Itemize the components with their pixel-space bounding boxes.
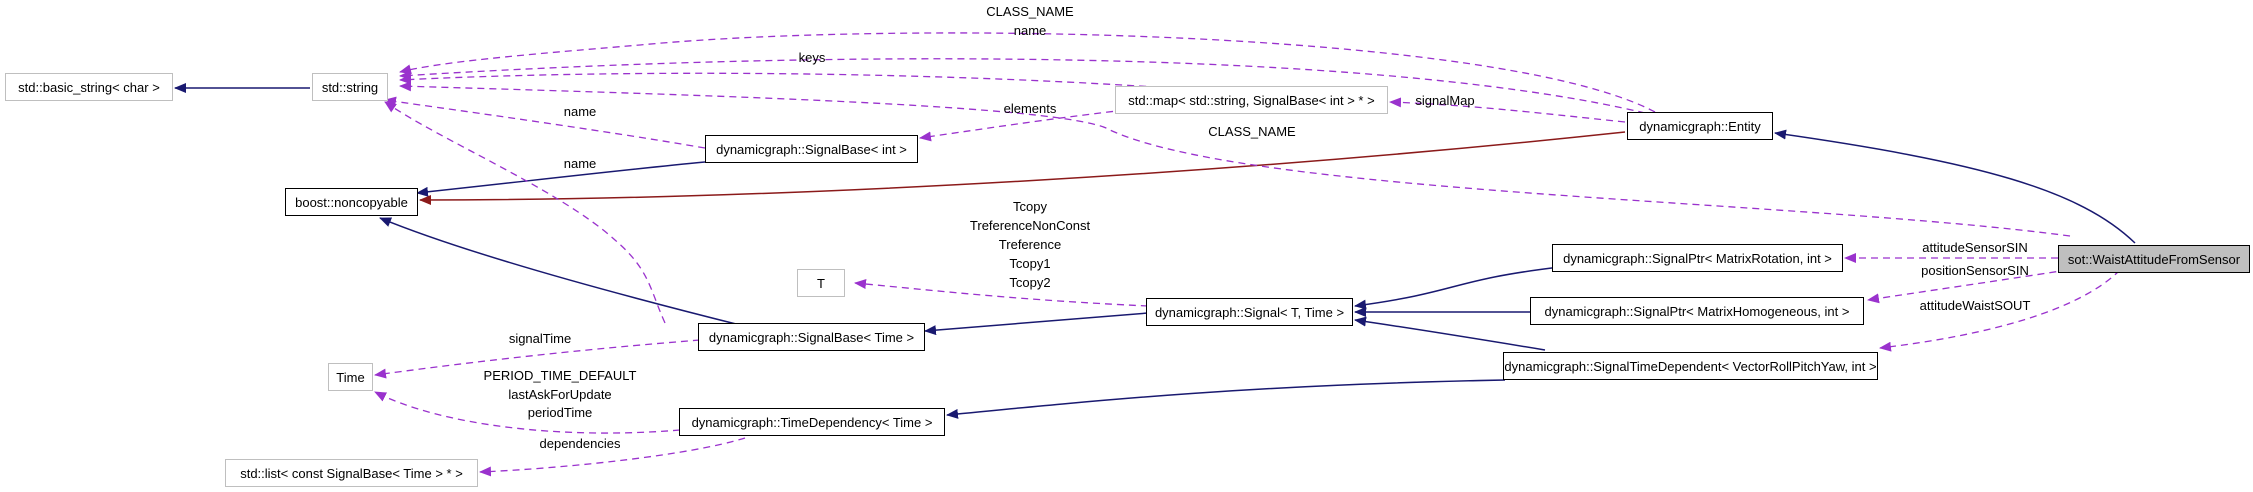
label-attitudesensorsin: attitudeSensorSIN (1922, 240, 2028, 255)
edge-signalbaseint-noncopyable (416, 161, 706, 197)
edge-map-signalbaseint-elements (919, 109, 1126, 142)
node-std-string[interactable]: std::string (312, 73, 388, 101)
node-std-map[interactable]: std::map< std::string, SignalBase< int >… (1115, 86, 1388, 114)
label-tcopy2: Tcopy2 (1009, 275, 1051, 290)
node-signalbase-int[interactable]: dynamicgraph::SignalBase< int > (705, 135, 918, 163)
edge-entity-string-classname (399, 32, 1656, 113)
label-signalmap: signalMap (1415, 93, 1475, 108)
label-keys: keys (798, 50, 826, 65)
edge-waist-entity (1774, 129, 2136, 244)
label-classname-mid: CLASS_NAME (1208, 124, 1296, 139)
edge-signal-t (854, 279, 1149, 307)
edge-entity-string-name (399, 58, 1646, 114)
node-waist-attitude[interactable]: sot::WaistAttitudeFromSensor (2058, 245, 2250, 273)
label-tcopy1: Tcopy1 (1009, 256, 1051, 271)
label-elements: elements (1003, 101, 1057, 116)
edge-map-string-keys (399, 72, 1171, 89)
label-treference: Treference (998, 237, 1062, 252)
node-entity[interactable]: dynamicgraph::Entity (1627, 112, 1773, 140)
node-std-list[interactable]: std::list< const SignalBase< Time > * > (225, 459, 478, 487)
label-periodtime: periodTime (527, 405, 593, 420)
label-dependencies: dependencies (539, 436, 621, 451)
edge-signalbasetime-string-name (384, 101, 666, 324)
edge-waist-sigptrhom (1867, 267, 2081, 304)
usage-edges (374, 32, 2121, 477)
label-classname-top: CLASS_NAME (986, 4, 1074, 19)
label-name-sbtime: name (563, 156, 597, 171)
node-time[interactable]: Time (328, 363, 373, 391)
edge-timedependency-list (479, 437, 746, 477)
edge-entity-map-signalmap (1389, 97, 1626, 123)
edge-timedependent-signal (1354, 316, 1546, 351)
node-t[interactable]: T (797, 269, 845, 297)
node-time-dependency[interactable]: dynamicgraph::TimeDependency< Time > (679, 408, 945, 436)
node-noncopyable[interactable]: boost::noncopyable (285, 188, 418, 216)
edge-timedependent-timedependency (946, 379, 1506, 419)
label-signaltime: signalTime (508, 331, 572, 346)
label-treferencenonconst: TreferenceNonConst (969, 218, 1091, 233)
label-lastaskforupdate: lastAskForUpdate (508, 387, 612, 402)
label-tcopy: Tcopy (1013, 199, 1047, 214)
node-basic-string[interactable]: std::basic_string< char > (5, 73, 173, 101)
node-signalbase-time[interactable]: dynamicgraph::SignalBase< Time > (698, 323, 925, 351)
edge-signalbaseint-string-name (384, 96, 706, 149)
edge-entity-noncopyable (419, 131, 1626, 205)
inheritance-edges (174, 83, 2136, 419)
node-signal-time-dependent[interactable]: dynamicgraph::SignalTimeDependent< Vecto… (1503, 352, 1878, 380)
edge-sigptrrot-signal (1354, 266, 1561, 310)
edge-signalbasetime-noncopyable (379, 217, 741, 326)
edge-signal-signalbasetime (924, 312, 1149, 336)
label-period-time-default: PERIOD_TIME_DEFAULT (483, 368, 637, 383)
node-signal[interactable]: dynamicgraph::Signal< T, Time > (1146, 298, 1353, 326)
edge-timedependency-time (374, 391, 681, 434)
label-name-sbint: name (563, 104, 597, 119)
label-attitudewaistsout: attitudeWaistSOUT (1919, 298, 2031, 313)
node-signalptr-rotation[interactable]: dynamicgraph::SignalPtr< MatrixRotation,… (1552, 244, 1843, 272)
label-name-top: name (1013, 23, 1047, 38)
label-positionsensorsin: positionSensorSIN (1921, 263, 2029, 278)
node-signalptr-homogeneous[interactable]: dynamicgraph::SignalPtr< MatrixHomogeneo… (1530, 297, 1864, 325)
